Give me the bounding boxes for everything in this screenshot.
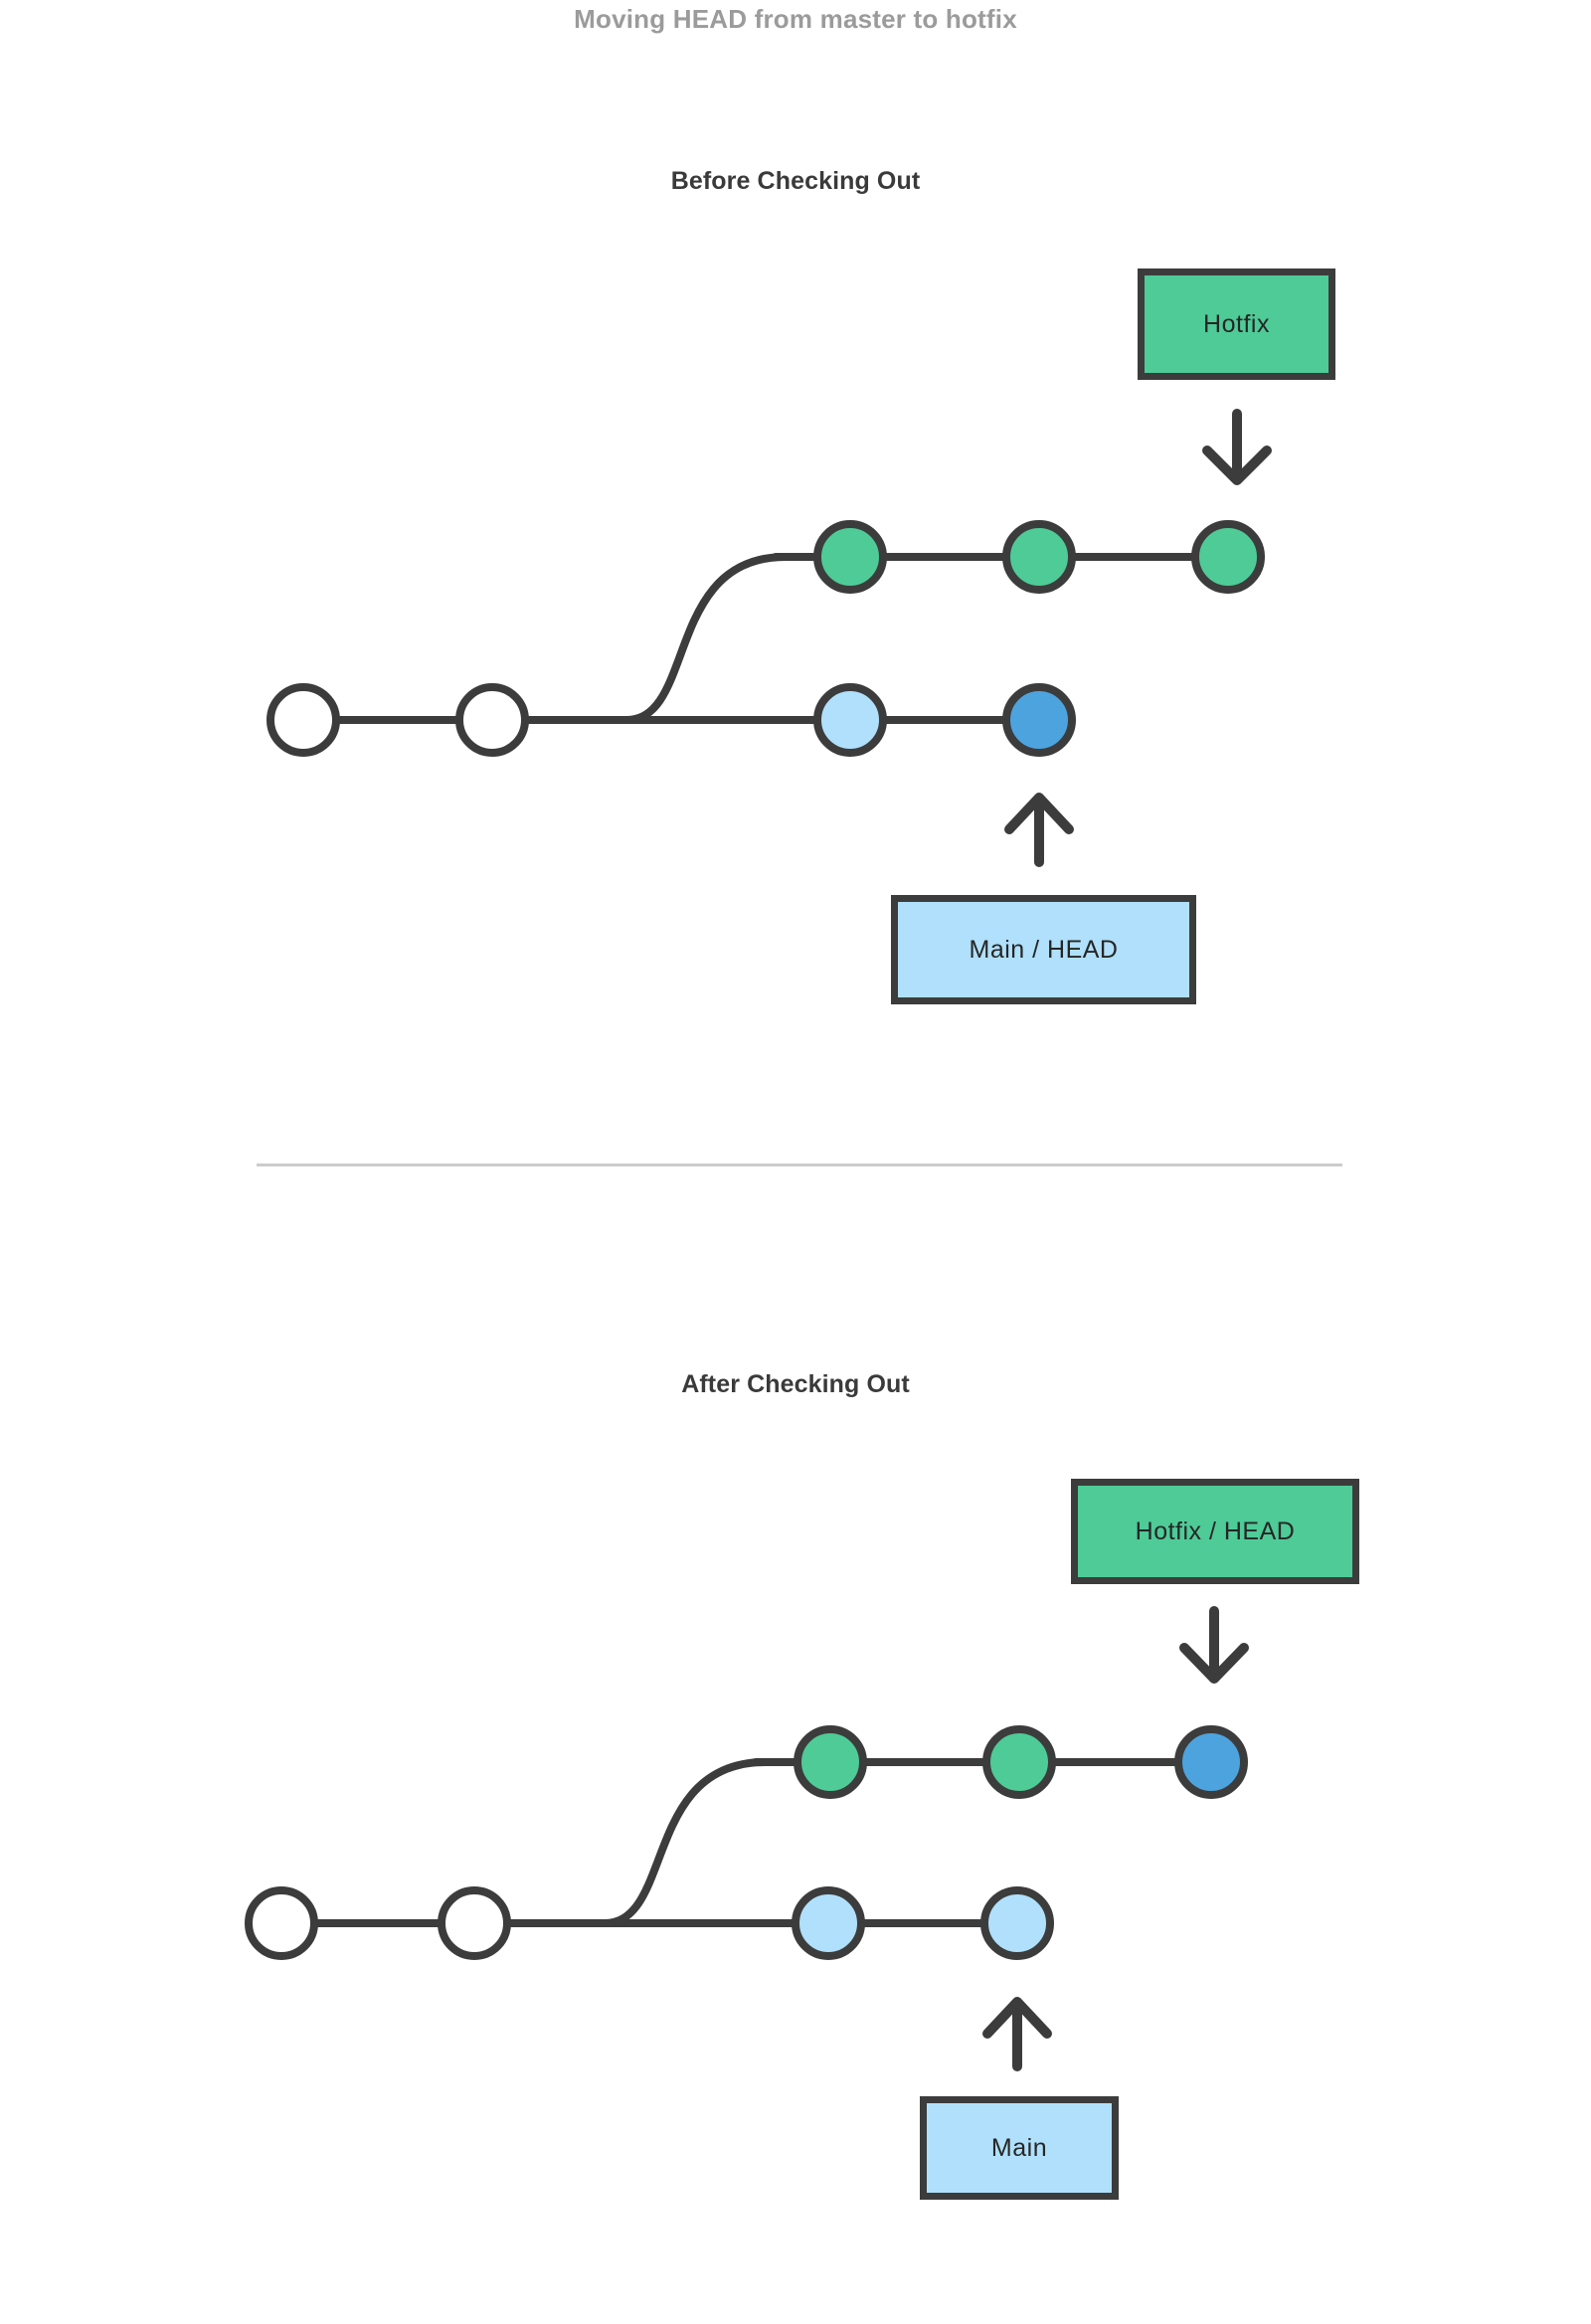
commit-node-main-1[interactable] (813, 683, 887, 757)
git-graph-after (245, 1606, 1249, 2071)
main-head-branch-label-box[interactable]: Main / HEAD (891, 895, 1196, 1004)
hotfix-branch-label-text: Hotfix (1203, 309, 1270, 338)
section-heading-before: Before Checking Out (670, 167, 921, 195)
hotfix-head-branch-label-box[interactable]: Hotfix / HEAD (1071, 1479, 1359, 1584)
commit-node-hotfix-1[interactable] (794, 1725, 867, 1799)
commit-node-base-2[interactable] (455, 683, 529, 757)
main-branch-label-text: Main (990, 2133, 1048, 2162)
commit-node-main-2[interactable] (980, 1886, 1054, 1960)
hotfix-pointer-arrow-icon (1202, 409, 1272, 485)
commit-node-base-1[interactable] (266, 683, 340, 757)
commit-node-base-2[interactable] (438, 1886, 511, 1960)
commit-node-hotfix-2[interactable] (1002, 520, 1076, 594)
branch-curve (622, 553, 790, 724)
main-pointer-arrow-icon (982, 1997, 1052, 2071)
commit-node-hotfix-1[interactable] (813, 520, 887, 594)
commit-node-hotfix-head[interactable] (1174, 1725, 1248, 1799)
commit-node-main-head[interactable] (1002, 683, 1076, 757)
section-heading-after: After Checking Out (681, 1370, 910, 1398)
main-head-branch-label-text: Main / HEAD (969, 935, 1119, 964)
commit-node-hotfix-3[interactable] (1191, 520, 1265, 594)
git-graph-before (266, 409, 1272, 867)
hotfix-head-branch-label-text: Hotfix / HEAD (1135, 1517, 1296, 1545)
branch-curve (601, 1758, 770, 1927)
commit-node-main-1[interactable] (792, 1886, 865, 1960)
main-branch-label-box[interactable]: Main (920, 2096, 1119, 2200)
commit-node-base-1[interactable] (245, 1886, 318, 1960)
commit-node-hotfix-2[interactable] (982, 1725, 1056, 1799)
main-head-pointer-arrow-icon (1004, 793, 1074, 867)
section-divider (257, 1163, 1342, 1166)
hotfix-branch-label-box[interactable]: Hotfix (1138, 268, 1335, 380)
hotfix-head-pointer-arrow-icon (1179, 1606, 1249, 1684)
page-title: Moving HEAD from master to hotfix (574, 4, 1017, 34)
